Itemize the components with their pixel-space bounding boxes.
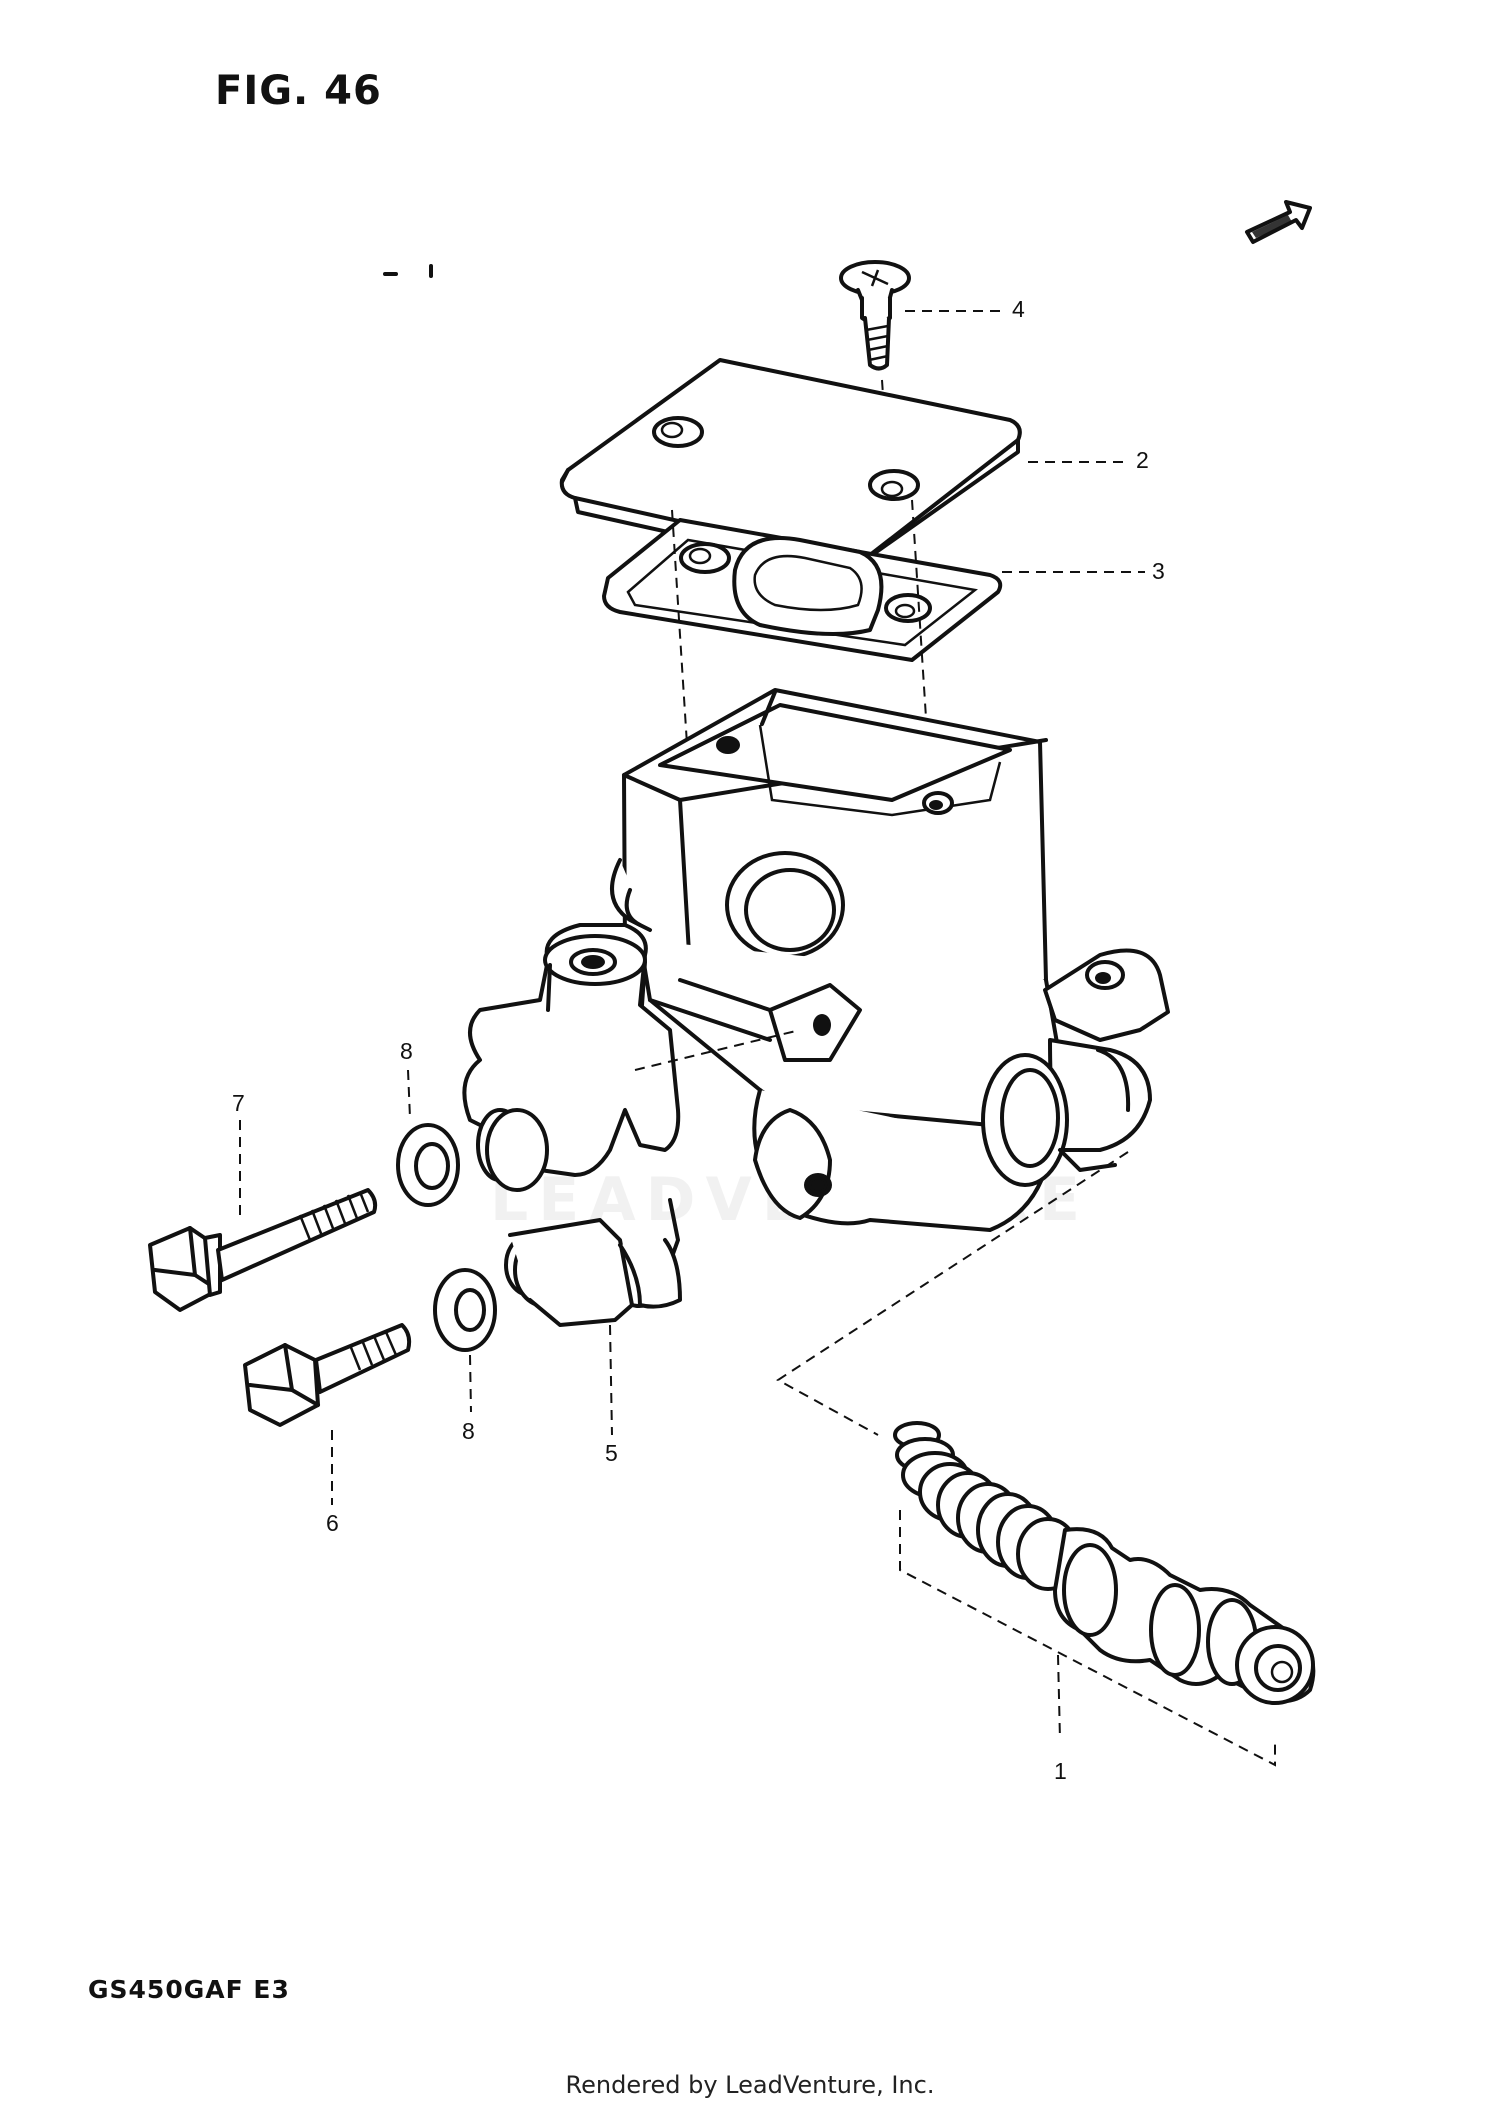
leader-line-1: [1057, 1654, 1061, 1741]
reservoir-diaphragm-part: [602, 518, 1003, 662]
guide-line-piston: [776, 1151, 1129, 1436]
leader-line-8a: [407, 1069, 411, 1119]
callout-8-lower: 8: [462, 1418, 475, 1444]
stray-marks: [383, 264, 433, 278]
callout-4: 4: [1012, 296, 1025, 322]
guide-line-holder: [634, 1029, 801, 1071]
callout-7: 7: [232, 1090, 245, 1116]
callout-5: 5: [605, 1440, 618, 1466]
callout-1: 1: [1054, 1758, 1067, 1784]
render-credit: Rendered by LeadVenture, Inc.: [565, 2071, 935, 2099]
callout-2: 2: [1136, 447, 1149, 473]
figure-title: FIG. 46: [215, 68, 382, 114]
leader-line-8b: [469, 1354, 472, 1413]
holder-bolt-short-part: [243, 1323, 412, 1427]
handlebar-holder-part: [462, 923, 682, 1327]
callout-6: 6: [326, 1510, 339, 1536]
callout-3: 3: [1152, 558, 1165, 584]
guide-line-right: [911, 499, 931, 781]
guide-line-left: [671, 509, 689, 761]
master-cylinder-body: [610, 688, 1170, 1232]
bracket-piston-set: [899, 1510, 1276, 1767]
washer-upper-part: [396, 1123, 460, 1207]
front-direction-arrow-icon: [1245, 200, 1312, 244]
leader-line-5: [609, 1324, 613, 1436]
model-code-label: GS450GAF E3: [88, 1975, 290, 2004]
piston-spring-set-part: [893, 1421, 1316, 1705]
callout-8-upper: 8: [400, 1038, 413, 1064]
washer-lower-part: [433, 1268, 497, 1352]
reservoir-screw-part: [839, 260, 911, 371]
holder-bolt-long-part: [148, 1188, 378, 1312]
